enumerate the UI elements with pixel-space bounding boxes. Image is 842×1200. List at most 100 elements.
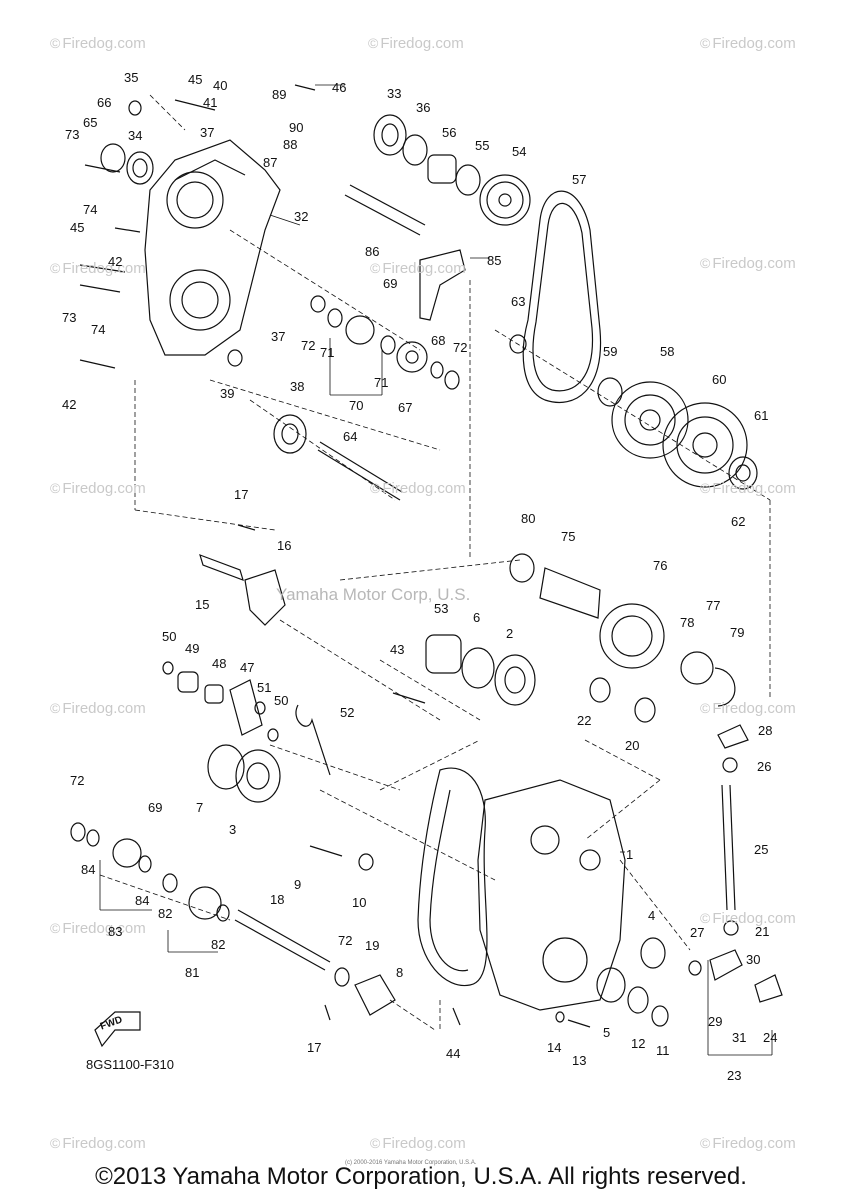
- watermark-text: Firedog.com: [382, 1135, 466, 1152]
- copyright-symbol: ©: [50, 1135, 61, 1151]
- callout-number: 4: [648, 908, 656, 923]
- watermark-text: Firedog.com: [62, 35, 146, 52]
- callout-number: 36: [416, 100, 431, 115]
- callout-number: 58: [660, 344, 675, 359]
- callout-number: 27: [690, 925, 705, 940]
- callout-number: 14: [547, 1040, 562, 1055]
- copyright-symbol: ©: [700, 910, 711, 926]
- callout-number: 7: [196, 800, 204, 815]
- callout-number: 16: [277, 538, 292, 553]
- watermark: ©Firedog.com: [370, 260, 466, 277]
- watermark-text: Firedog.com: [712, 700, 796, 717]
- callout-number: 21: [755, 924, 770, 939]
- callout-number: 84: [81, 862, 96, 877]
- callout-number: 75: [561, 529, 576, 544]
- callout-number: 45: [70, 220, 85, 235]
- copyright-notice: ©2013 Yamaha Motor Corporation, U.S.A. A…: [95, 1163, 747, 1190]
- callout-number: 44: [446, 1046, 461, 1061]
- callout-number: 47: [240, 660, 255, 675]
- watermark: ©Firedog.com: [368, 35, 464, 52]
- watermark: ©Firedog.com: [50, 920, 146, 937]
- callout-number: 82: [158, 906, 173, 921]
- callout-number: 72: [453, 340, 468, 355]
- copyright-symbol: ©: [370, 480, 381, 496]
- callout-number: 43: [390, 642, 405, 657]
- callout-number: 77: [706, 598, 721, 613]
- watermark-text: Firedog.com: [380, 35, 464, 52]
- callout-number: 17: [234, 487, 249, 502]
- watermark: ©Firedog.com: [700, 1135, 796, 1152]
- callout-number: 1: [626, 847, 634, 862]
- watermark-text: Firedog.com: [62, 480, 146, 497]
- callout-number: 68: [431, 333, 446, 348]
- callout-number: 88: [283, 137, 298, 152]
- fwd-arrow: [94, 1011, 141, 1048]
- callout-number: 42: [62, 397, 77, 412]
- callout-number: 50: [274, 693, 289, 708]
- watermark-text: Firedog.com: [712, 1135, 796, 1152]
- callout-number: 51: [257, 680, 272, 695]
- callout-number: 71: [374, 375, 389, 390]
- callout-number: 59: [603, 344, 618, 359]
- callout-number: 57: [572, 172, 587, 187]
- callout-number: 90: [289, 120, 304, 135]
- callout-number: 34: [128, 128, 143, 143]
- copyright-symbol: ©: [370, 260, 381, 276]
- copyright-symbol: ©: [50, 920, 61, 936]
- callout-number: 54: [512, 144, 527, 159]
- gasket: [417, 767, 488, 987]
- callout-number: 72: [338, 933, 353, 948]
- callout-number: 18: [270, 892, 285, 907]
- watermark: ©Firedog.com: [700, 480, 796, 497]
- crankcase-cover-left: [144, 139, 281, 356]
- callout-number: 72: [301, 338, 316, 353]
- watermark-text: Firedog.com: [382, 480, 466, 497]
- callout-number: 73: [65, 127, 80, 142]
- watermark: ©Firedog.com: [50, 700, 146, 717]
- callout-number: 45: [188, 72, 203, 87]
- callout-number: 61: [754, 408, 769, 423]
- watermark: ©Firedog.com: [700, 35, 796, 52]
- callout-number: 2: [506, 626, 514, 641]
- callout-number: 83: [108, 924, 123, 939]
- copyright-symbol: ©: [50, 35, 61, 51]
- callout-number: 25: [754, 842, 769, 857]
- callout-number: 41: [203, 95, 218, 110]
- callout-number: 31: [732, 1030, 747, 1045]
- callout-number: 65: [83, 115, 98, 130]
- callout-number: 63: [511, 294, 526, 309]
- copyright-symbol: ©: [370, 1135, 381, 1151]
- watermark: ©Firedog.com: [50, 260, 146, 277]
- callout-number: 62: [731, 514, 746, 529]
- callout-number: 38: [290, 379, 305, 394]
- watermark: ©Firedog.com: [700, 910, 796, 927]
- small-copyright: (c) 2000-2016 Yamaha Motor Corporation, …: [345, 1160, 477, 1166]
- copyright-symbol: ©: [700, 700, 711, 716]
- callout-number: 37: [271, 329, 286, 344]
- copyright-symbol: ©: [50, 260, 61, 276]
- callout-number: 73: [62, 310, 77, 325]
- callout-number: 13: [572, 1053, 587, 1068]
- callout-number: 79: [730, 625, 745, 640]
- watermark: ©Firedog.com: [50, 480, 146, 497]
- watermark-text: Firedog.com: [712, 35, 796, 52]
- callout-number: 86: [365, 244, 380, 259]
- watermark: ©Firedog.com: [50, 1135, 146, 1152]
- callout-number: 46: [332, 80, 347, 95]
- callout-number: 35: [124, 70, 139, 85]
- callout-number: 33: [387, 86, 402, 101]
- callout-number: 32: [294, 209, 309, 224]
- callout-number: 55: [475, 138, 490, 153]
- callout-number: 53: [434, 601, 449, 616]
- watermark: ©Firedog.com: [700, 255, 796, 272]
- callout-number: 52: [340, 705, 355, 720]
- callout-number: 11: [656, 1043, 670, 1058]
- callout-number: 48: [212, 656, 227, 671]
- callout-number: 23: [727, 1068, 742, 1083]
- callout-number: 85: [487, 253, 502, 268]
- callout-number: 78: [680, 615, 695, 630]
- watermark-text: Firedog.com: [712, 480, 796, 497]
- watermark-text: Firedog.com: [62, 700, 146, 717]
- drive-chain: [522, 190, 602, 404]
